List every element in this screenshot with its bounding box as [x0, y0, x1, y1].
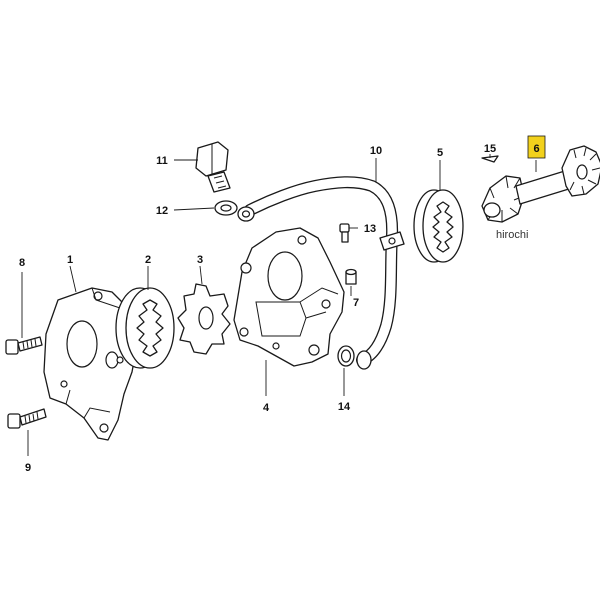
callout-5: 5	[437, 147, 443, 159]
callout-1: 1	[67, 254, 73, 266]
callout-15: 15	[484, 143, 496, 155]
callout-4: 4	[263, 402, 270, 414]
callout-9: 9	[25, 462, 31, 474]
callout-11: 11	[156, 155, 168, 167]
part-3-inner-rotor	[177, 283, 231, 355]
part-10-oil-pipe	[237, 176, 405, 370]
watermark-text: hirochi	[496, 229, 528, 241]
callout-13: 13	[364, 223, 376, 235]
part-1-cover-plate	[43, 287, 137, 441]
part-7-dowel-pin	[345, 268, 357, 285]
part-11-banjo-bolt	[195, 141, 231, 193]
part-4-pump-housing	[233, 227, 345, 367]
callout-7: 7	[353, 297, 359, 309]
callout-8: 8	[19, 257, 25, 269]
part-2-outer-rotor	[115, 287, 175, 369]
part-6-drive-shaft	[481, 145, 600, 223]
callout-6-highlight	[527, 135, 546, 159]
part-12-washer	[214, 200, 238, 216]
callout-6: 6	[533, 143, 539, 155]
part-13-screw	[339, 223, 350, 243]
leader-lines	[21, 154, 537, 456]
callout-3: 3	[197, 254, 203, 266]
callout-12: 12	[156, 205, 168, 217]
callout-2: 2	[145, 254, 151, 266]
callout-numbers: 1 2 3 4 5 6 7 8 9 10 11 12 13 14 15	[19, 135, 546, 474]
callout-10: 10	[370, 145, 382, 157]
callout-14: 14	[338, 401, 351, 413]
part-5-outer-rotor	[413, 189, 464, 263]
part-9-bolt	[7, 408, 47, 429]
part-8-bolt	[5, 336, 43, 355]
part-14-o-ring	[337, 345, 355, 367]
